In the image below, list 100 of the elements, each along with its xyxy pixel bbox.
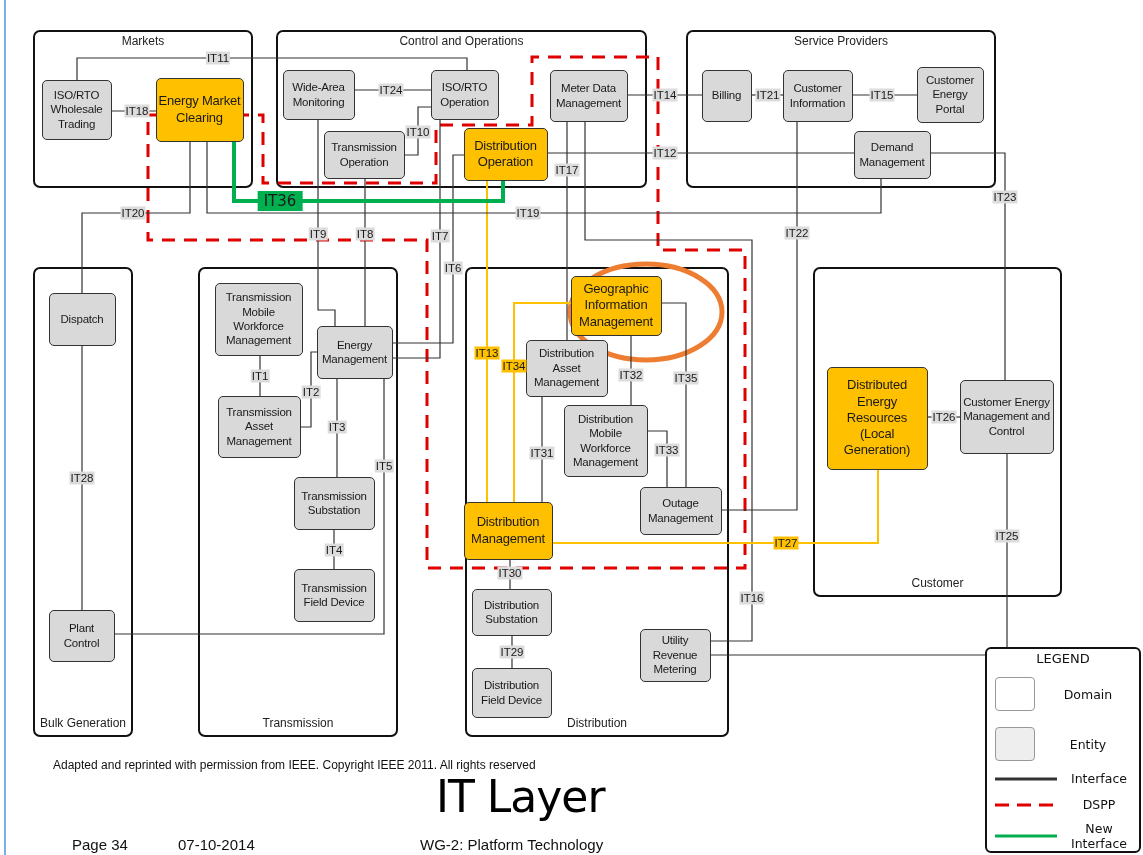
interface-line (259, 355, 261, 397)
edge-label: IT20 (120, 206, 146, 220)
interface-line (584, 121, 753, 642)
entity-box: Distribution Substation (471, 588, 552, 636)
domain-label: Transmission (261, 716, 335, 730)
entity-box: Plant Control (48, 609, 115, 662)
edge-label: IT8 (355, 227, 375, 241)
footer-text: WG-2: Platform Technology (420, 836, 604, 854)
legend-label: Interface (1070, 771, 1128, 786)
edge-label: IT15 (869, 88, 895, 102)
edge-label: IT11 (205, 51, 231, 65)
interface-line (317, 119, 336, 327)
domain-box (33, 30, 253, 188)
edge-label: IT3 (327, 420, 347, 434)
entity-box: Distribution Asset Management (525, 339, 608, 397)
edge-label: IT16 (739, 591, 765, 605)
interface-line (552, 469, 879, 544)
edge-label: IT30 (497, 566, 523, 580)
edge-label: IT1 (250, 369, 270, 383)
edge-label: IT31 (529, 446, 555, 460)
entity-box: Outage Management (639, 486, 722, 535)
interface-line (333, 529, 335, 570)
interface-line (486, 180, 488, 503)
domain-label: Bulk Generation (38, 716, 128, 730)
entity-box: Distribution Operation (463, 127, 548, 181)
edge-label: IT18 (124, 104, 150, 118)
domain-box (198, 267, 398, 737)
edge-label: IT6 (443, 261, 463, 275)
entity-box: Distribution Management (463, 501, 553, 560)
interface-line (364, 178, 366, 327)
entity-box: Wide-Area Monitoring (282, 69, 355, 120)
entity-box: Customer Energy Portal (916, 66, 984, 123)
edge-label: IT10 (405, 125, 431, 139)
legend-label: Entity (1068, 736, 1108, 752)
footer-text: 07-10-2014 (178, 836, 255, 854)
interface-line (721, 121, 798, 511)
legend-label: New Interface (1070, 821, 1128, 851)
edge-label: IT24 (378, 83, 404, 97)
interface-line (206, 141, 882, 214)
edge-label: IT7 (430, 229, 450, 243)
entity-box: ISO/RTO Operation (430, 69, 499, 120)
edge-label: IT5 (374, 459, 394, 473)
entity-box: Transmission Field Device (293, 568, 375, 622)
entity-box: Demand Management (853, 130, 931, 179)
entity-box: Distributed Energy Resources (Local Generation) (826, 366, 928, 470)
domain-label: Markets (120, 34, 166, 48)
edge-label: IT13 (474, 346, 500, 360)
domain-box (33, 267, 133, 737)
entity-box: Meter Data Management (549, 69, 628, 122)
domain-box (276, 30, 647, 188)
legend-label: Domain (1062, 686, 1114, 702)
interface-line (547, 152, 855, 154)
domain-label: Control and Operations (398, 34, 525, 48)
edge-label: IT36 (257, 191, 303, 211)
interface-line (232, 142, 505, 203)
entity-box: Customer Information (782, 69, 853, 122)
edge-label: IT14 (652, 88, 678, 102)
entity-box: Energy Market Clearing (155, 77, 244, 142)
entity-box: Energy Management (316, 325, 393, 379)
domain-box (813, 267, 1062, 597)
interface-line (392, 154, 465, 344)
edge-label: IT27 (773, 536, 799, 550)
edge-label: IT19 (515, 206, 541, 220)
edge-label: IT35 (673, 371, 699, 385)
legend-title: LEGEND (1035, 651, 1091, 666)
interface-line (513, 302, 572, 503)
entity-box: Transmission Operation (323, 130, 405, 179)
entity-box: Geographic Information Management (570, 275, 662, 336)
domain-label: Distribution (566, 716, 628, 730)
edge-label: IT22 (784, 226, 810, 240)
entity-box: Customer Energy Management and Control (959, 379, 1054, 454)
footer-text: Page 34 (72, 836, 128, 854)
edge-label: IT29 (499, 645, 525, 659)
edge-label: IT25 (994, 529, 1020, 543)
edge-label: IT28 (69, 471, 95, 485)
interface-line (710, 453, 1008, 656)
domain-label: Service Providers (793, 34, 889, 48)
interface-line (81, 345, 83, 611)
entity-box: Transmission Substation (293, 476, 375, 530)
edge-label: IT32 (618, 368, 644, 382)
edge-label: IT4 (324, 543, 344, 557)
edge-label: IT23 (992, 190, 1018, 204)
interface-line (114, 378, 385, 635)
caption: Adapted and reprinted with permission from IEEE. Copyright IEEE 2011. All rights reserved (53, 758, 536, 772)
domain-label: Customer (910, 576, 965, 590)
entity-box: Transmission Mobile Workforce Management (214, 282, 303, 356)
edge-label: IT33 (654, 443, 680, 457)
interface-line (336, 378, 338, 478)
interface-line (392, 119, 441, 359)
entity-box: ISO/RTO Wholesale Trading (41, 79, 112, 140)
interface-line (930, 152, 1006, 381)
edge-label: IT12 (652, 146, 678, 160)
domain-box (686, 30, 996, 188)
interface-line (566, 121, 568, 341)
entity-box: Dispatch (48, 292, 116, 346)
legend-label: DSPP (1081, 797, 1117, 812)
entity-box: Transmission Asset Management (217, 395, 301, 458)
entity-box: Distribution Mobile Workforce Management (563, 404, 648, 477)
interface-line (81, 141, 191, 294)
entity-box: Utility Revenue Metering (639, 628, 711, 682)
